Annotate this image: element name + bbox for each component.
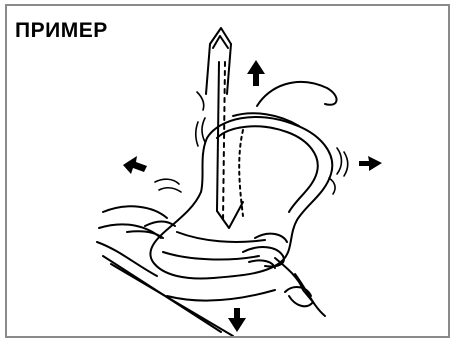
motion-lines <box>155 92 348 194</box>
child-seat-illustration <box>7 6 448 336</box>
arrow-left-icon <box>123 156 147 174</box>
child-seat-shell <box>127 113 332 278</box>
arrow-up-icon <box>247 60 265 86</box>
arrow-right-icon <box>359 156 382 171</box>
arrow-down-icon <box>228 308 246 332</box>
illustration-frame: ПРИМЕР <box>5 4 450 338</box>
